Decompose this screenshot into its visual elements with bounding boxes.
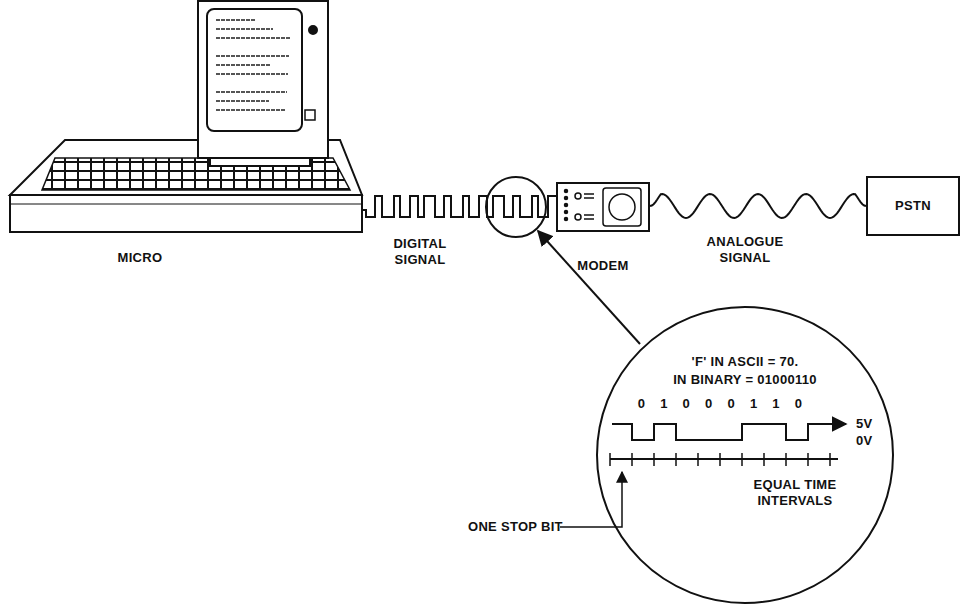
device-label: MODEM [560, 258, 646, 274]
time-ticks [829, 453, 831, 466]
bit-waveform [612, 424, 846, 440]
voltage-label: 5V [856, 416, 880, 432]
magnifier-circle: 'F' IN ASCII = 70. IN BINARY = 01000110 0 … [595, 305, 895, 605]
network-box: PSTN [866, 176, 960, 236]
analogue-signal-wire [650, 194, 866, 218]
ascii-note: 'F' IN ASCII = 70. [635, 354, 855, 370]
digital-signal-wire [362, 196, 556, 217]
time-ticks [631, 453, 633, 466]
binary-note: IN BINARY = 01000110 [635, 372, 855, 388]
computer-keyboard [10, 195, 362, 232]
magnifier-outline [595, 305, 895, 605]
magnifier-spot [538, 231, 640, 344]
signal-label: DIGITAL SIGNAL [384, 236, 456, 269]
magnifier-outline [597, 307, 893, 603]
screen-text-lines [216, 100, 269, 102]
time-ticks [741, 453, 743, 466]
time-ticks [675, 453, 677, 466]
computer-monitor [207, 9, 302, 131]
time-ticks [610, 453, 830, 466]
modem-controls [565, 211, 568, 214]
computer-monitor [198, 1, 328, 158]
computer-monitor [309, 26, 317, 34]
modem-controls [565, 190, 568, 193]
screen-text-lines [216, 20, 290, 110]
screen-text-lines [216, 19, 256, 21]
modem-controls [609, 194, 635, 220]
modem-controls [565, 197, 568, 200]
screen-text-lines [216, 91, 287, 93]
modem-controls [603, 188, 641, 226]
modem-controls [565, 218, 568, 221]
time-ticks [653, 453, 655, 466]
modem-controls [565, 204, 568, 207]
time-ticks [609, 453, 611, 466]
bit-waveform [610, 424, 846, 459]
computer-node: MICRO [5, 0, 362, 232]
modem-controls [565, 188, 642, 226]
computer-monitor [198, 1, 328, 166]
screen-text-lines [216, 37, 290, 39]
screen-text-lines [216, 55, 289, 57]
time-ticks [763, 453, 765, 466]
signal-label: ANALOGUE SIGNAL [699, 234, 791, 267]
modem-controls [584, 197, 594, 199]
bit-waveform [610, 458, 838, 460]
modem-box: MODEM [556, 182, 650, 232]
network-label: PSTN [868, 198, 958, 214]
modem-controls [584, 193, 594, 195]
modem-controls [584, 218, 594, 220]
computer-monitor [305, 110, 315, 120]
time-ticks [697, 453, 699, 466]
stop-bit-leader [560, 472, 622, 527]
voltage-label: 0V [856, 433, 880, 449]
device-label: MICRO [100, 250, 180, 266]
screen-text-lines [216, 28, 273, 30]
screen-text-lines [216, 64, 271, 66]
computer-keyboard [10, 204, 362, 205]
stop-bit-leader [560, 472, 622, 527]
modem-controls [584, 214, 594, 216]
time-ticks [719, 453, 721, 466]
modem-controls [575, 193, 581, 199]
screen-text-lines [216, 73, 288, 75]
bit-values: 0 1 0 0 0 1 1 0 [610, 396, 830, 412]
callout-label: ONE STOP BIT [468, 519, 563, 535]
screen-text-lines [216, 109, 286, 111]
time-ticks [807, 453, 809, 466]
time-ticks [785, 453, 787, 466]
axis-note: EQUAL TIME INTERVALS [745, 477, 845, 510]
modem-controls [575, 214, 581, 220]
